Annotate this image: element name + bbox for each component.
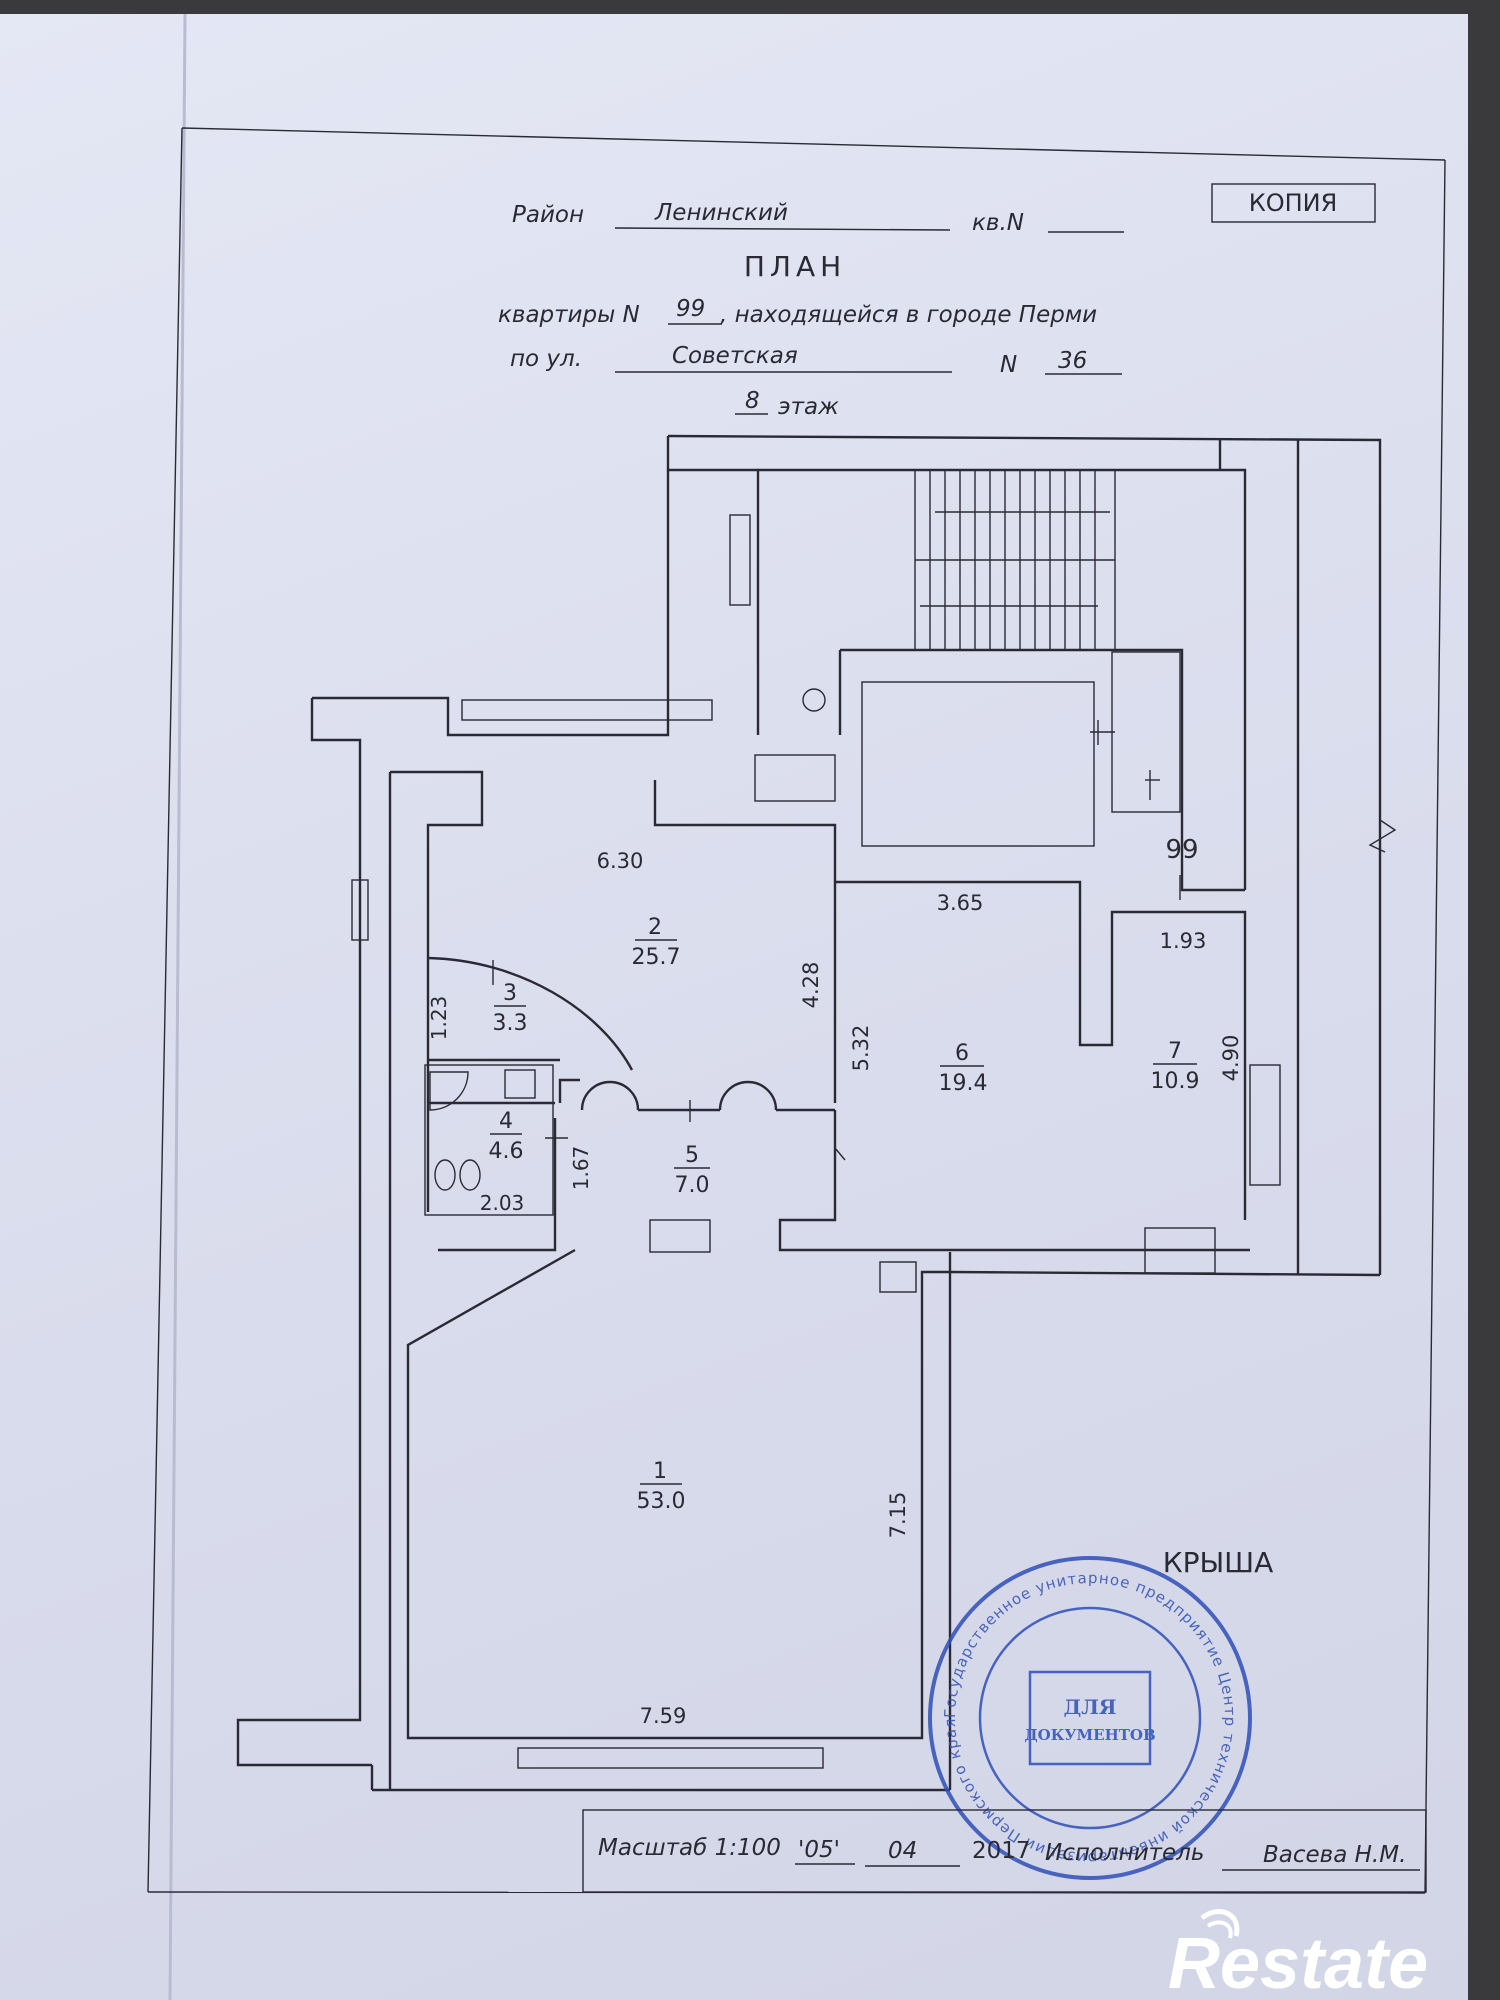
house-label: N: [1000, 352, 1017, 378]
restate-logo-text: Restate: [1168, 1924, 1428, 1996]
apartment-suffix: , находящейся в городе Перми: [720, 302, 1097, 328]
apartment-prefix: квартиры N: [498, 302, 640, 328]
district-label: Район: [512, 202, 584, 228]
window-bottom: [517, 1747, 824, 1769]
floor-value: 8: [745, 388, 760, 414]
dim-5-32: 5.32: [849, 1025, 873, 1072]
street-label: по ул.: [510, 346, 582, 372]
copy-badge: КОПИЯ: [1249, 189, 1338, 217]
dim-6-30: 6.30: [597, 849, 644, 873]
room-2-number: 2: [648, 915, 662, 940]
scale-label: Масштаб 1:100: [598, 1835, 781, 1861]
room-6: 6 19.4: [939, 1041, 988, 1096]
room-6-number: 6: [955, 1041, 969, 1066]
dim-2-03: 2.03: [480, 1191, 525, 1215]
official-stamp: ДЛЯ ДОКУМЕНТОВ Государственное унитарное…: [928, 1556, 1252, 1880]
district-value: Ленинский: [654, 200, 788, 226]
dim-1-93: 1.93: [1160, 929, 1207, 953]
footer-year: 2017: [972, 1838, 1031, 1864]
room-5-area: 7.0: [675, 1173, 710, 1198]
room-1-area: 53.0: [637, 1489, 686, 1514]
dim-1-23: 1.23: [427, 996, 451, 1041]
footer-month: 04: [888, 1838, 917, 1864]
dim-1-67: 1.67: [569, 1146, 593, 1191]
executor-name: Васева Н.М.: [1263, 1842, 1406, 1868]
dim-4-90: 4.90: [1219, 1035, 1243, 1082]
room-3: 3 3.3: [493, 981, 528, 1036]
room-2: 2 25.7: [632, 915, 681, 970]
window-right: [1249, 1064, 1281, 1186]
executor-label: Исполнитель: [1045, 1840, 1204, 1866]
copy-badge-frame: [1211, 183, 1376, 223]
room-6-area: 19.4: [939, 1071, 988, 1096]
room-1-number: 1: [653, 1459, 667, 1484]
apartment-tag: 99: [1165, 835, 1198, 865]
room-7: 7 10.9: [1151, 1039, 1200, 1094]
room-7-number: 7: [1168, 1039, 1182, 1064]
apartment-number: 99: [676, 296, 705, 322]
footer-day: '05': [798, 1837, 840, 1863]
stamp-line-1: ДЛЯ: [1063, 1695, 1116, 1719]
street-value: Советская: [672, 343, 798, 369]
room-4-number: 4: [499, 1109, 513, 1134]
restate-logo: Restate: [1168, 1909, 1428, 1996]
room-7-area: 10.9: [1151, 1069, 1200, 1094]
plan-title: ПЛАН: [744, 250, 846, 283]
room-3-number: 3: [503, 981, 517, 1006]
dim-4-28: 4.28: [799, 962, 823, 1009]
shaft-circle: [802, 688, 826, 712]
stamp-line-2: ДОКУМЕНТОВ: [1024, 1726, 1155, 1744]
room-1: 1 53.0: [637, 1459, 686, 1514]
plan-header: Район Ленинский кв.N ПЛАН квартиры N 99 …: [498, 200, 1124, 420]
stair-treads: [915, 470, 1115, 650]
page-fold-line: [168, 13, 187, 2000]
room-5: 5 7.0: [674, 1143, 710, 1198]
room-4: 4 4.6: [489, 1109, 524, 1164]
kv-label: кв.N: [972, 210, 1024, 236]
roof-label: КРЫША: [1163, 1546, 1274, 1579]
building-walls: [236, 434, 1397, 1792]
room-5-number: 5: [685, 1143, 699, 1168]
room-2-area: 25.7: [632, 945, 681, 970]
paper-sheet: [0, 14, 1468, 2000]
drawing-frame: [147, 127, 1446, 1894]
room-3-area: 3.3: [493, 1011, 528, 1036]
floor-label: этаж: [778, 394, 839, 420]
dimension-labels: 6.30 4.28 3.65 1.93 5.32 4.90 1.23 1.67 …: [427, 849, 1243, 1728]
title-block: Масштаб 1:100 '05' 04 2017 Исполнитель В…: [582, 1809, 1427, 1893]
dim-7-59: 7.59: [640, 1704, 687, 1728]
dim-3-65: 3.65: [937, 891, 984, 915]
room-labels: 1 53.0 2 25.7 3 3.3 4 4.6 5: [489, 915, 1200, 1514]
house-value: 36: [1058, 348, 1087, 374]
dim-7-15: 7.15: [886, 1492, 910, 1539]
room-4-area: 4.6: [489, 1139, 524, 1164]
window-top-left: [461, 699, 713, 721]
